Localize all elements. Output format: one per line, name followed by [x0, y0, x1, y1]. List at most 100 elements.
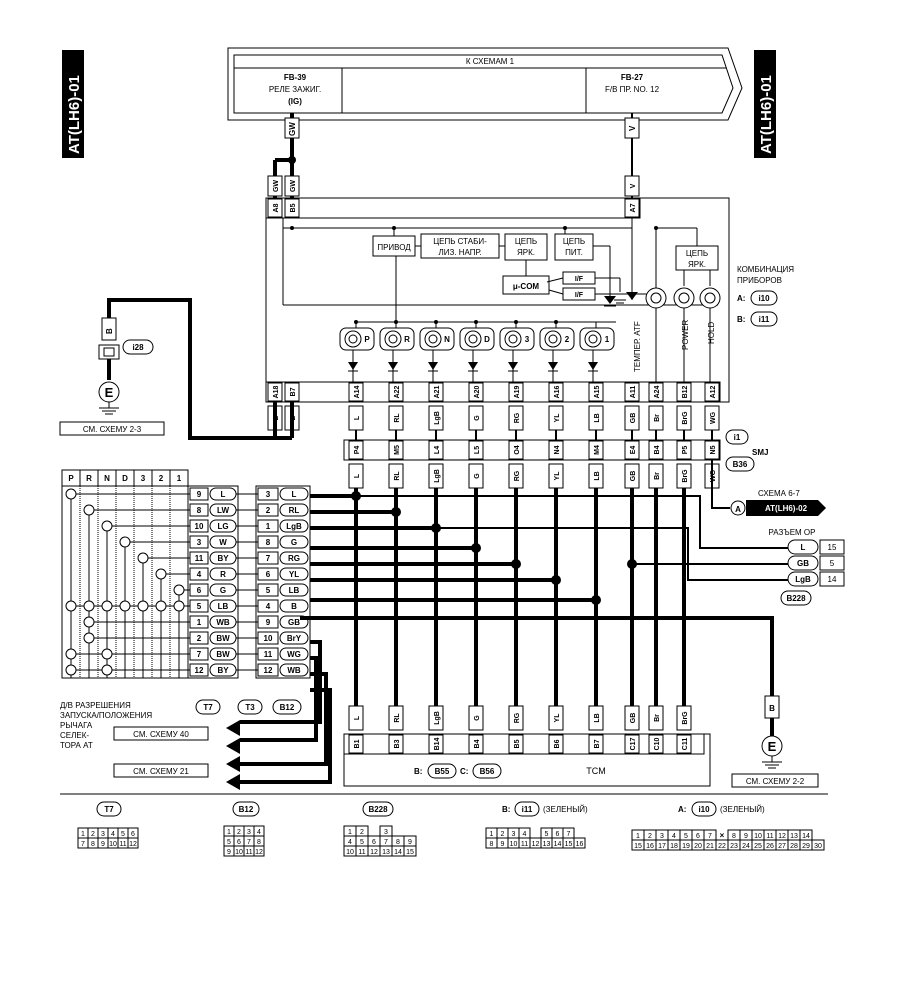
legend-b228-cell-label: 11 — [358, 849, 365, 856]
b12-pin-box — [257, 599, 279, 613]
table-contact-circle — [83, 504, 95, 516]
table-contact-circle — [173, 600, 185, 612]
combo-bottom-wire-7: YL — [554, 413, 561, 423]
combo-bottom-pin-box — [676, 382, 692, 402]
ground-right: B E СМ. СХЕМУ 2-2 — [300, 616, 819, 788]
smj-b36: B36 — [733, 460, 748, 469]
smj-wire-1: RL — [394, 471, 401, 481]
combo-top-pin-box — [624, 198, 640, 218]
b12-pin-0: 3 — [266, 490, 271, 499]
t7-pin-7: 5 — [197, 602, 202, 611]
smj-wire-4: RG — [514, 470, 521, 481]
table-header-1: R — [86, 474, 92, 483]
table-contact-circle — [83, 600, 95, 612]
combo-top-pin-1: B5 — [290, 203, 297, 212]
tcm-pin-5: B6 — [554, 739, 561, 748]
combo-bottom-pin-0: A18 — [273, 385, 280, 398]
smj-pin-4: O4 — [514, 445, 521, 454]
legend-t7-cell-label: 3 — [101, 831, 105, 838]
b12-pin-box — [257, 535, 279, 549]
conn-t3: T3 — [245, 703, 255, 712]
b12-wire-box — [279, 487, 309, 501]
box-privod: ПРИВОД — [377, 243, 411, 252]
legend-i10-cell-label: 3 — [660, 833, 664, 840]
legend-i11-cell-label: 6 — [556, 831, 560, 838]
b12-wire-6: LB — [289, 586, 300, 595]
combo-bottom-pin-box — [704, 382, 720, 402]
b12-pin-5: 6 — [266, 570, 271, 579]
tcm-pin-6: B7 — [594, 739, 601, 748]
table-header-4: 3 — [141, 474, 146, 483]
smj-pin-2: L4 — [434, 446, 441, 454]
table-contact-circle — [155, 600, 167, 612]
ref-scheme-2-2: СМ. СХЕМУ 2-2 — [746, 777, 805, 786]
lamp-diode — [388, 362, 398, 370]
legend-b12-cell-label: 11 — [245, 849, 252, 856]
lamp-diode — [548, 362, 558, 370]
smj-pin-10: N5 — [710, 445, 717, 454]
smj-pin-box — [508, 440, 524, 460]
legend-b12-cell — [253, 845, 265, 857]
lamp-bulb-core — [588, 334, 598, 344]
i28-conn: i28 — [132, 343, 144, 352]
legend-i10-cell-label: 6 — [696, 833, 700, 840]
b12-wire-1: RL — [289, 506, 300, 515]
tcm-pin-box — [388, 734, 404, 754]
combo-top-wire-box — [267, 175, 283, 197]
combo-bottom-pin-11: B12 — [682, 385, 689, 398]
combo-bottom-pin-4: A21 — [434, 385, 441, 398]
legend-i10-cell-label: 12 — [778, 833, 786, 840]
b12-wire-box — [279, 503, 309, 517]
legend-b12-cell-label: 9 — [227, 849, 231, 856]
legend-t7-cell-label: 5 — [121, 831, 125, 838]
combo-gauges — [645, 228, 721, 382]
tcm-wire-4: RG — [514, 712, 521, 723]
legend-i11-prefix: B: — [502, 805, 510, 814]
combo-top-pin-0: A8 — [273, 203, 280, 212]
t7-block-frame — [187, 485, 239, 679]
legend-t7-cell — [127, 837, 139, 849]
gauge-temp-icon-inner — [650, 292, 662, 304]
box-pit-line2: ПИТ. — [565, 248, 583, 257]
tcm-wire-5: YL — [554, 713, 561, 723]
t7-wire-4: BY — [217, 554, 229, 563]
legend-i11-cell-label: 11 — [521, 841, 528, 848]
lamp-bulb-core — [388, 334, 398, 344]
tcm-wire-8: Br — [654, 714, 661, 722]
lamp-bulb-core — [548, 334, 558, 344]
tcm-pin-box — [468, 734, 484, 754]
legend-i11-cell-label: 2 — [501, 831, 505, 838]
combo-bottom-pin-box — [388, 382, 404, 402]
table-contact-circle — [119, 536, 131, 548]
combo-top-pin-box — [267, 198, 283, 218]
box-if2: I/F — [575, 292, 584, 299]
tcm-pins: LB1RLB3LgBB14GB4RGB5YLB6LBB7GBC17BrC10Br… — [348, 705, 692, 754]
tcm-pin-box — [428, 734, 444, 754]
smj-pin-box — [588, 440, 604, 460]
legend-i10-cell-label: 30 — [814, 843, 822, 850]
side-tag-left: AT(LH6)-01 — [62, 50, 84, 158]
t7-pin-box — [189, 647, 209, 661]
fb39-name: РЕЛЕ ЗАЖИГ. — [269, 85, 321, 94]
tcm-pin-box — [588, 734, 604, 754]
razem-wire-1: GB — [797, 559, 809, 568]
smj-pin-8: B4 — [654, 445, 661, 454]
conn-b12: B12 — [280, 703, 295, 712]
i28-wire: B — [105, 328, 114, 334]
side-tag-right-text: AT(LH6)-01 — [758, 75, 775, 154]
smj-pin-box — [704, 440, 720, 460]
side-tag-right: AT(LH6)-01 — [754, 50, 776, 158]
signal-buses — [300, 488, 788, 706]
legend-i10-cell-label: 8 — [732, 833, 736, 840]
lamp-diode — [348, 362, 358, 370]
t7-pin-box — [189, 567, 209, 581]
t7-pin-box — [189, 519, 209, 533]
smj-pin-5: N4 — [554, 445, 561, 454]
b12-wire-box — [279, 519, 309, 533]
b12-pin-box — [257, 551, 279, 565]
smj-wire-9: BrG — [682, 469, 689, 483]
legend-i10-cell-label: 10 — [754, 833, 762, 840]
t7-wire-5: R — [220, 570, 226, 579]
combo-bottom-wire-2: L — [354, 415, 361, 420]
legend-t7-cell-label: 11 — [119, 841, 126, 848]
